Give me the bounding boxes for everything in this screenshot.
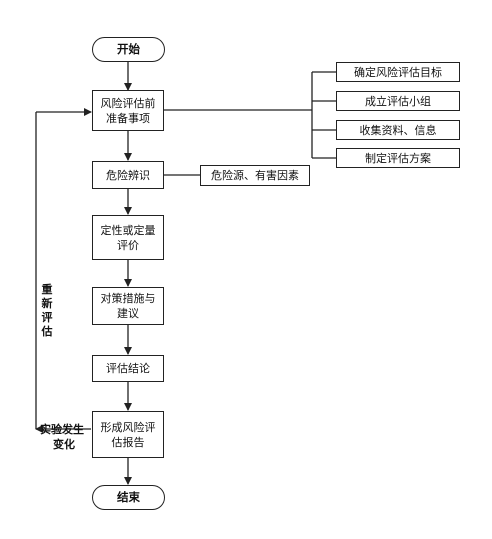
report-label-2: 估报告 — [111, 435, 145, 449]
reassess-char-4: 估 — [41, 325, 53, 338]
identify-label: 危险辨识 — [106, 168, 150, 182]
qual-label-2: 评价 — [117, 238, 139, 252]
qual-box: 定性或定量 评价 — [92, 215, 164, 260]
conclusion-box: 评估结论 — [92, 355, 164, 382]
trigger-label-2: 变化 — [53, 438, 75, 451]
trigger-label-1: 实验发生 — [40, 423, 84, 436]
qual-label-1: 定性或定量 — [100, 223, 156, 237]
goal-label: 确定风险评估目标 — [354, 65, 442, 79]
end-terminal: 结束 — [92, 485, 165, 510]
prep-label-2: 准备事项 — [106, 111, 150, 125]
collect-label: 收集资料、信息 — [359, 123, 437, 137]
reassess-char-3: 评 — [41, 311, 53, 324]
plan-label: 制定评估方案 — [365, 151, 431, 165]
collect-box: 收集资料、信息 — [336, 120, 460, 140]
measures-label-1: 对策措施与 — [100, 292, 156, 305]
report-label-1: 形成风险评 — [100, 420, 156, 434]
reassess-char-1: 重 — [41, 283, 53, 296]
goal-box: 确定风险评估目标 — [336, 62, 460, 82]
end-label: 结束 — [117, 490, 140, 504]
team-box: 成立评估小组 — [336, 91, 460, 111]
team-label: 成立评估小组 — [365, 94, 431, 108]
plan-box: 制定评估方案 — [336, 148, 460, 168]
conclusion-label: 评估结论 — [106, 362, 150, 375]
reassess-char-2: 新 — [41, 297, 53, 310]
prep-box: 风险评估前 准备事项 — [92, 90, 164, 131]
report-box: 形成风险评 估报告 — [92, 411, 164, 458]
start-terminal: 开始 — [92, 37, 165, 62]
start-label: 开始 — [117, 42, 140, 56]
prep-label-1: 风险评估前 — [100, 96, 156, 110]
reassess-label: 重 新 评 估 — [40, 283, 54, 339]
identify-box: 危险辨识 — [92, 161, 164, 189]
hazard-box: 危险源、有害因素 — [200, 165, 310, 186]
measures-box: 对策措施与 建议 — [92, 287, 164, 325]
measures-label-2: 建议 — [117, 307, 139, 320]
hazard-label: 危险源、有害因素 — [211, 169, 299, 182]
